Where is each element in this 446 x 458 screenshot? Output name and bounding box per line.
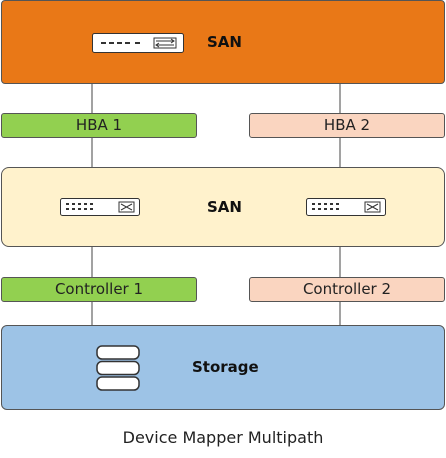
middle-san-box: SAN	[1, 167, 445, 247]
hba-1-box: HBA 1	[1, 113, 197, 138]
controller-2-label: Controller 2	[302, 280, 392, 298]
controller-2-box: Controller 2	[249, 277, 445, 302]
database-icon	[96, 345, 140, 391]
top-san-label: SAN	[207, 33, 242, 51]
diagram-caption: Device Mapper Multipath	[122, 428, 324, 447]
hba-1-label: HBA 1	[75, 116, 123, 134]
hba-2-label: HBA 2	[323, 116, 371, 134]
middle-san-label: SAN	[207, 198, 242, 216]
controller-1-box: Controller 1	[1, 277, 197, 302]
hba-2-box: HBA 2	[249, 113, 445, 138]
top-san-box: SAN	[1, 0, 445, 84]
network-switch-icon	[92, 33, 184, 53]
storage-box: Storage	[1, 325, 445, 410]
network-switch-icon	[306, 198, 386, 216]
network-switch-icon	[60, 198, 140, 216]
controller-1-label: Controller 1	[54, 280, 144, 298]
storage-label: Storage	[192, 358, 259, 376]
